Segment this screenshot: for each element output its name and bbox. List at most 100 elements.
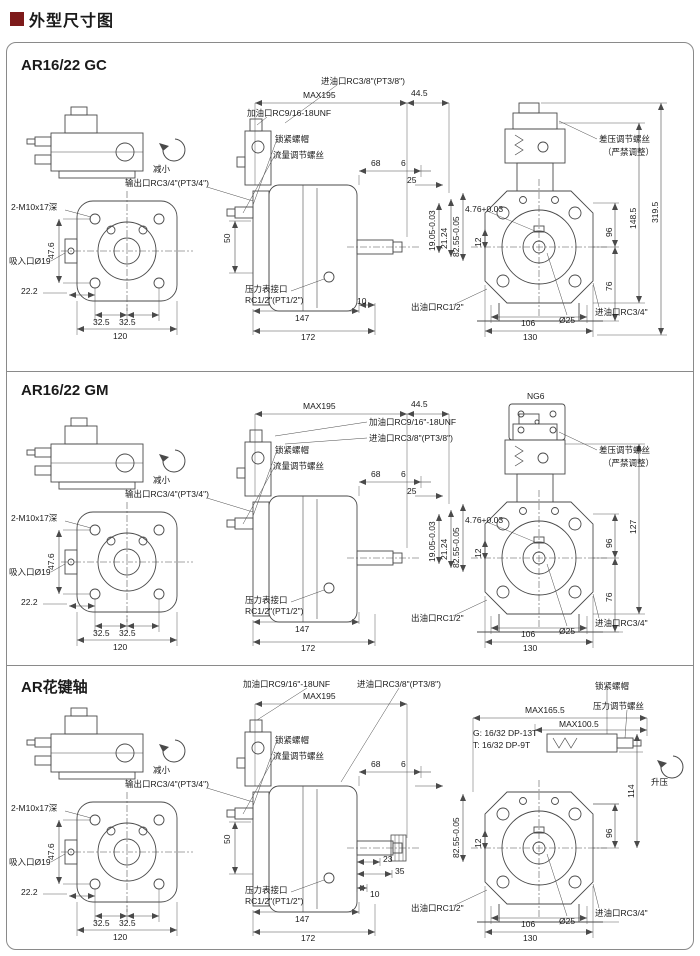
label-d44_5: 44.5 (411, 399, 428, 409)
label-pressure_screw: 压力调节螺丝 (593, 701, 645, 711)
label-d68: 68 (371, 158, 381, 168)
label-d22_2: 22.2 (21, 887, 38, 897)
label-suction: 吸入口Ø19 (9, 857, 51, 867)
label-d6: 6 (401, 469, 406, 479)
label-max195: MAX195 (303, 691, 336, 701)
label-d120: 120 (113, 331, 128, 341)
label-gauge1: 压力表接口 (245, 885, 288, 895)
label-lock_nut: 锁紧螺帽 (275, 445, 310, 455)
label-fill_port: 加油口RC9/16-18UNF (247, 108, 332, 118)
label-d50: 50 (222, 834, 232, 844)
label-d120: 120 (113, 642, 128, 652)
label-d96: 96 (604, 227, 614, 237)
panel-ar1622-gc: AR16/22 GC (7, 43, 693, 371)
label-d147: 147 (295, 313, 310, 323)
label-d12: 12 (473, 548, 483, 558)
label-d6: 6 (401, 158, 406, 168)
panel-ar1622-gm: AR16/22 GM (7, 371, 693, 665)
label-ng6: NG6 (527, 391, 545, 401)
label-dia25: Ø25 (559, 315, 576, 325)
spline-extra-dims (229, 687, 684, 892)
label-decrease: 减小 (153, 765, 171, 775)
label-d82_55: 82.55-0.05 (451, 817, 461, 858)
label-output_port: 输出口RC3/4"(PT3/4") (125, 779, 209, 789)
page-title: 外型尺寸图 (29, 13, 115, 30)
label-outlet: 出油口RC1/2" (411, 613, 464, 623)
dimension-drawing-spline (7, 687, 684, 950)
label-gauge2: RC1/2"(PT1/2") (245, 295, 304, 305)
label-outlet: 出油口RC1/2" (411, 302, 464, 312)
spline-shaft (390, 834, 407, 862)
label-d172: 172 (301, 933, 316, 943)
label-d22_2: 22.2 (21, 597, 38, 607)
label-d50: 50 (222, 233, 232, 243)
label-max165_5: MAX165.5 (525, 705, 565, 715)
pressure-valve-assembly (546, 690, 642, 753)
label-decrease: 减小 (153, 475, 171, 485)
label-d127: 127 (628, 519, 638, 534)
label-flow_screw: 流量调节螺丝 (273, 461, 325, 471)
label-d130: 130 (523, 643, 538, 653)
label-flow_screw: 流量调节螺丝 (273, 150, 325, 160)
label-decrease: 减小 (153, 164, 171, 174)
label-output_port: 输出口RC3/4"(PT3/4") (125, 489, 209, 499)
label-d32_5b: 32.5 (119, 918, 136, 928)
label-flow_screw: 流量调节螺丝 (273, 751, 325, 761)
drawing-sheet: AR16/22 GC (6, 42, 694, 950)
label-d12: 12 (473, 838, 483, 848)
label-gauge2: RC1/2"(PT1/2") (245, 896, 304, 906)
label-d106: 106 (521, 318, 536, 328)
gc-extra-dims (229, 84, 667, 336)
label-d32_5a: 32.5 (93, 317, 110, 327)
label-diff2: （严禁调整） (603, 458, 655, 468)
label-d172: 172 (301, 643, 316, 653)
panel-title-gc: AR16/22 GC (21, 57, 107, 74)
label-d19_05: 19.05-0.03 (427, 210, 437, 251)
label-d68: 68 (371, 759, 381, 769)
label-bolt_note: 2-M10x17深 (11, 202, 58, 212)
label-d32_5a: 32.5 (93, 918, 110, 928)
label-bolt_note: 2-M10x17深 (11, 803, 58, 813)
label-d120: 120 (113, 932, 128, 942)
label-diff2: （严禁调整） (603, 147, 655, 157)
label-d114: 114 (626, 784, 636, 798)
label-inlet_right: 进油口RC3/4" (595, 908, 648, 918)
label-d130: 130 (523, 332, 538, 342)
panel-ar-spline: AR花键轴 (7, 665, 693, 950)
label-d32_5a: 32.5 (93, 628, 110, 638)
label-fill_port: 加油口RC9/16"-18UNF (243, 679, 331, 689)
label-dia25: Ø25 (559, 916, 576, 926)
label-lock_nut: 锁紧螺帽 (275, 134, 310, 144)
label-d44_5: 44.5 (411, 88, 428, 98)
label-d22_2: 22.2 (21, 286, 38, 296)
panel-title-gm: AR16/22 GM (21, 382, 109, 399)
label-output_port: 输出口RC3/4"(PT3/4") (125, 178, 209, 188)
label-spline_g: G: 16/32 DP-13T (473, 728, 538, 738)
label-lock_nut2: 锁紧螺帽 (595, 681, 630, 691)
panel-title-spline: AR花键轴 (21, 679, 88, 696)
label-d96: 96 (604, 828, 614, 838)
label-gauge1: 压力表接口 (245, 284, 288, 294)
page-header: 外型尺寸图 (10, 7, 114, 31)
label-d172: 172 (301, 332, 316, 342)
label-max100_5: MAX100.5 (559, 719, 599, 729)
label-d106: 106 (521, 919, 536, 929)
label-d4_76: 4.76+0.03 (465, 204, 504, 214)
label-lock_nut: 锁紧螺帽 (275, 735, 310, 745)
label-d82_55: 82.55-0.05 (451, 527, 461, 568)
label-d147: 147 (295, 914, 310, 924)
label-d25: 25 (407, 175, 417, 185)
label-d106: 106 (521, 629, 536, 639)
header-square-icon (10, 12, 24, 26)
label-d25: 25 (407, 486, 417, 496)
label-fill_port: 加油口RC9/16"-18UNF (369, 417, 457, 427)
label-gauge1: 压力表接口 (245, 595, 288, 605)
label-bolt_note: 2-M10x17深 (11, 513, 58, 523)
label-dia25: Ø25 (559, 626, 576, 636)
label-inlet_right: 进油口RC3/4" (595, 618, 648, 628)
dimension-drawing-gc (7, 84, 667, 371)
label-d10: 10 (357, 296, 367, 306)
